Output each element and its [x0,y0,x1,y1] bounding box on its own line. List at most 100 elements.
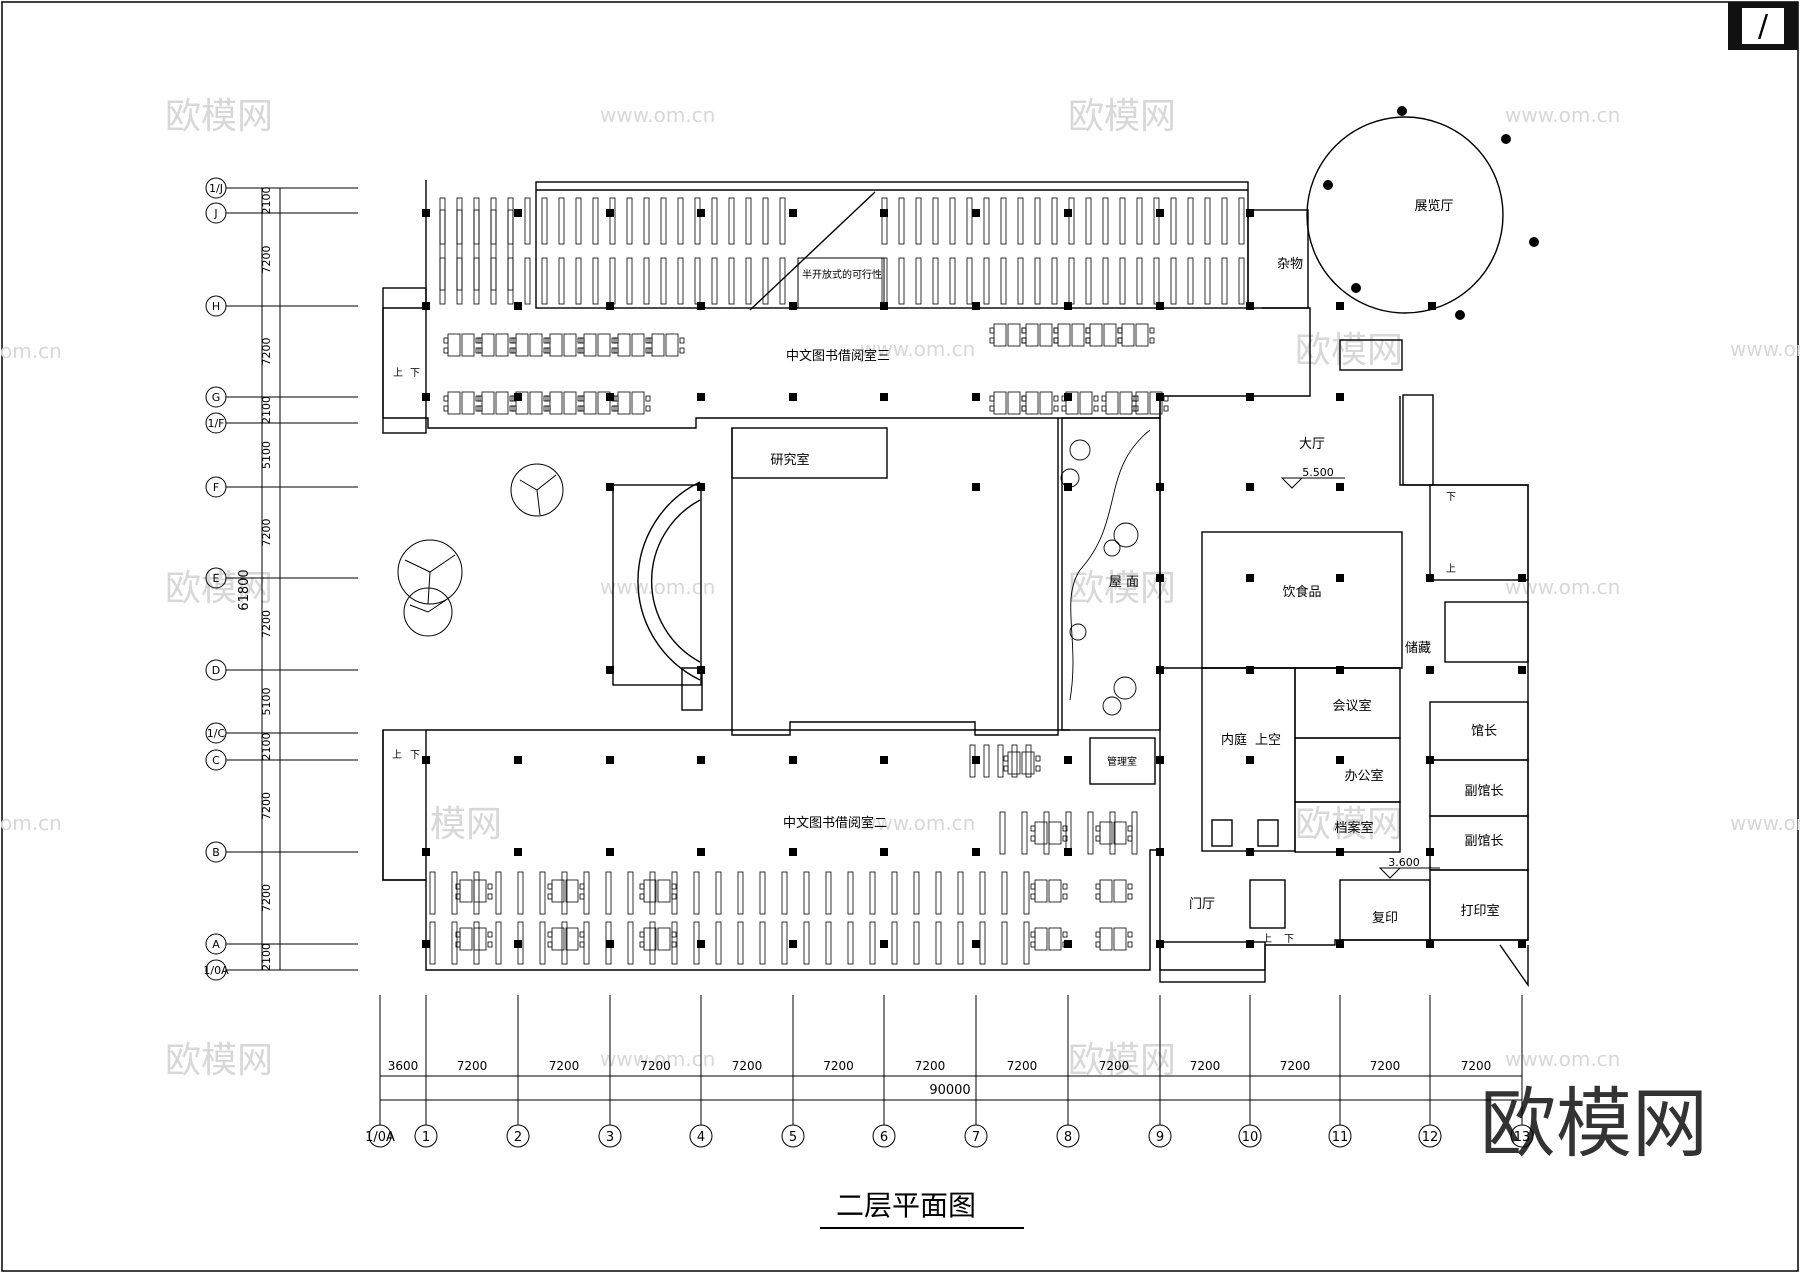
bookshelf [949,257,956,305]
watermark-url: www.om.cn [1730,811,1800,835]
elevator [1211,819,1233,847]
structural-column [1426,574,1434,582]
toilet-block [1444,601,1529,663]
column-axis-label: 13 [1514,1130,1531,1145]
label-exhibition-hall: 展览厅 [1414,198,1453,214]
structural-column [972,209,980,217]
column-dimension-value: 7200 [1190,1059,1221,1073]
structural-column [606,209,614,217]
reading-table [1085,323,1123,347]
column-dimension-value: 7200 [1007,1059,1038,1073]
structural-column [1064,209,1072,217]
row-dimension-value: 2100 [260,733,273,761]
bookshelf [671,871,678,915]
structural-column [1336,483,1344,491]
column-axis-2: 2 [506,995,530,1148]
column-dimension-value: 7200 [1099,1059,1130,1073]
bookshelf [507,197,514,245]
bookshelf [869,921,876,965]
atrium-wall [731,418,1059,736]
bookshelf [1023,921,1030,965]
structural-column [606,393,614,401]
reading-table [547,879,585,903]
label-stair-down: 下 [1284,934,1294,945]
column-dimension-value: 7200 [640,1059,671,1073]
bookshelf [1102,257,1109,305]
label-archive: 档案室 [1334,820,1373,836]
bookshelf [558,257,565,305]
watermark-brand: 欧模网 [165,96,273,137]
structural-column [1336,666,1344,674]
row-axis-label: 1/0A [203,964,229,977]
reading-table [639,879,677,903]
label-reading-room-3: 中文图书借阅室三 [786,348,890,364]
watermark-url: www.om.cn [1730,337,1800,361]
bookshelf [1153,257,1160,305]
drawing-title: 二层平面图 [836,1189,976,1222]
structural-column [1426,666,1434,674]
bookshelf [759,921,766,965]
bookshelf [451,921,458,965]
structural-column [880,209,888,217]
reading-table [545,391,583,415]
bookshelf [759,871,766,915]
row-axis-label: B [212,846,220,859]
bookshelf [1153,197,1160,245]
bookshelf [677,257,684,305]
row-axis-label: C [212,754,220,767]
structural-column [1246,393,1254,401]
bookshelf [715,921,722,965]
structural-column [1156,756,1164,764]
bookshelf [935,871,942,915]
structural-column [422,209,430,217]
label-copy: 复印 [1372,911,1398,926]
row-dimension-value: 7200 [260,610,273,638]
bookshelf [1034,197,1041,245]
bookshelf [473,209,480,291]
reading-table [1095,821,1133,845]
structural-column [697,940,705,948]
watermark-url: www.om.cn [600,1047,715,1071]
bookshelf [1017,197,1024,245]
south-wing-wall [382,730,1160,971]
column-axis-4: 4 [689,995,713,1148]
reading-table [1021,323,1059,347]
structural-column [422,940,430,948]
label-storage: 储藏 [1405,641,1431,656]
corner-logo-glyph: / [1758,9,1769,44]
bookshelf [1204,257,1211,305]
structural-column [1336,940,1344,948]
structural-column [697,848,705,856]
structural-column [606,756,614,764]
bookshelf [1000,257,1007,305]
row-axis-label: G [212,391,221,404]
column-axis-1: 1 [414,995,438,1148]
label-meeting-room: 会议室 [1332,698,1371,714]
row-axis-C: C [205,749,358,771]
bookshelf [1043,811,1050,855]
bookshelf [495,871,502,915]
structural-column [514,756,522,764]
label-deputy-director-1: 副馆长 [1464,784,1503,799]
bookshelf [891,871,898,915]
bookshelf [711,197,718,245]
row-dimension-value: 2100 [260,943,273,971]
bookshelf [1085,197,1092,245]
bookshelf [1204,197,1211,245]
structural-column [972,393,980,401]
reading-table [477,391,515,415]
bookshelf [490,209,497,291]
bookshelf [524,197,531,245]
structural-column [1426,940,1434,948]
reading-table [455,927,493,951]
structural-column [1156,393,1164,401]
structural-column [1156,302,1164,310]
structural-column [697,393,705,401]
bookshelf [507,257,514,305]
column-axis-label: 3 [606,1130,614,1145]
bookshelf [1170,257,1177,305]
structural-column [1156,574,1164,582]
structural-column [1156,666,1164,674]
structural-column [606,940,614,948]
